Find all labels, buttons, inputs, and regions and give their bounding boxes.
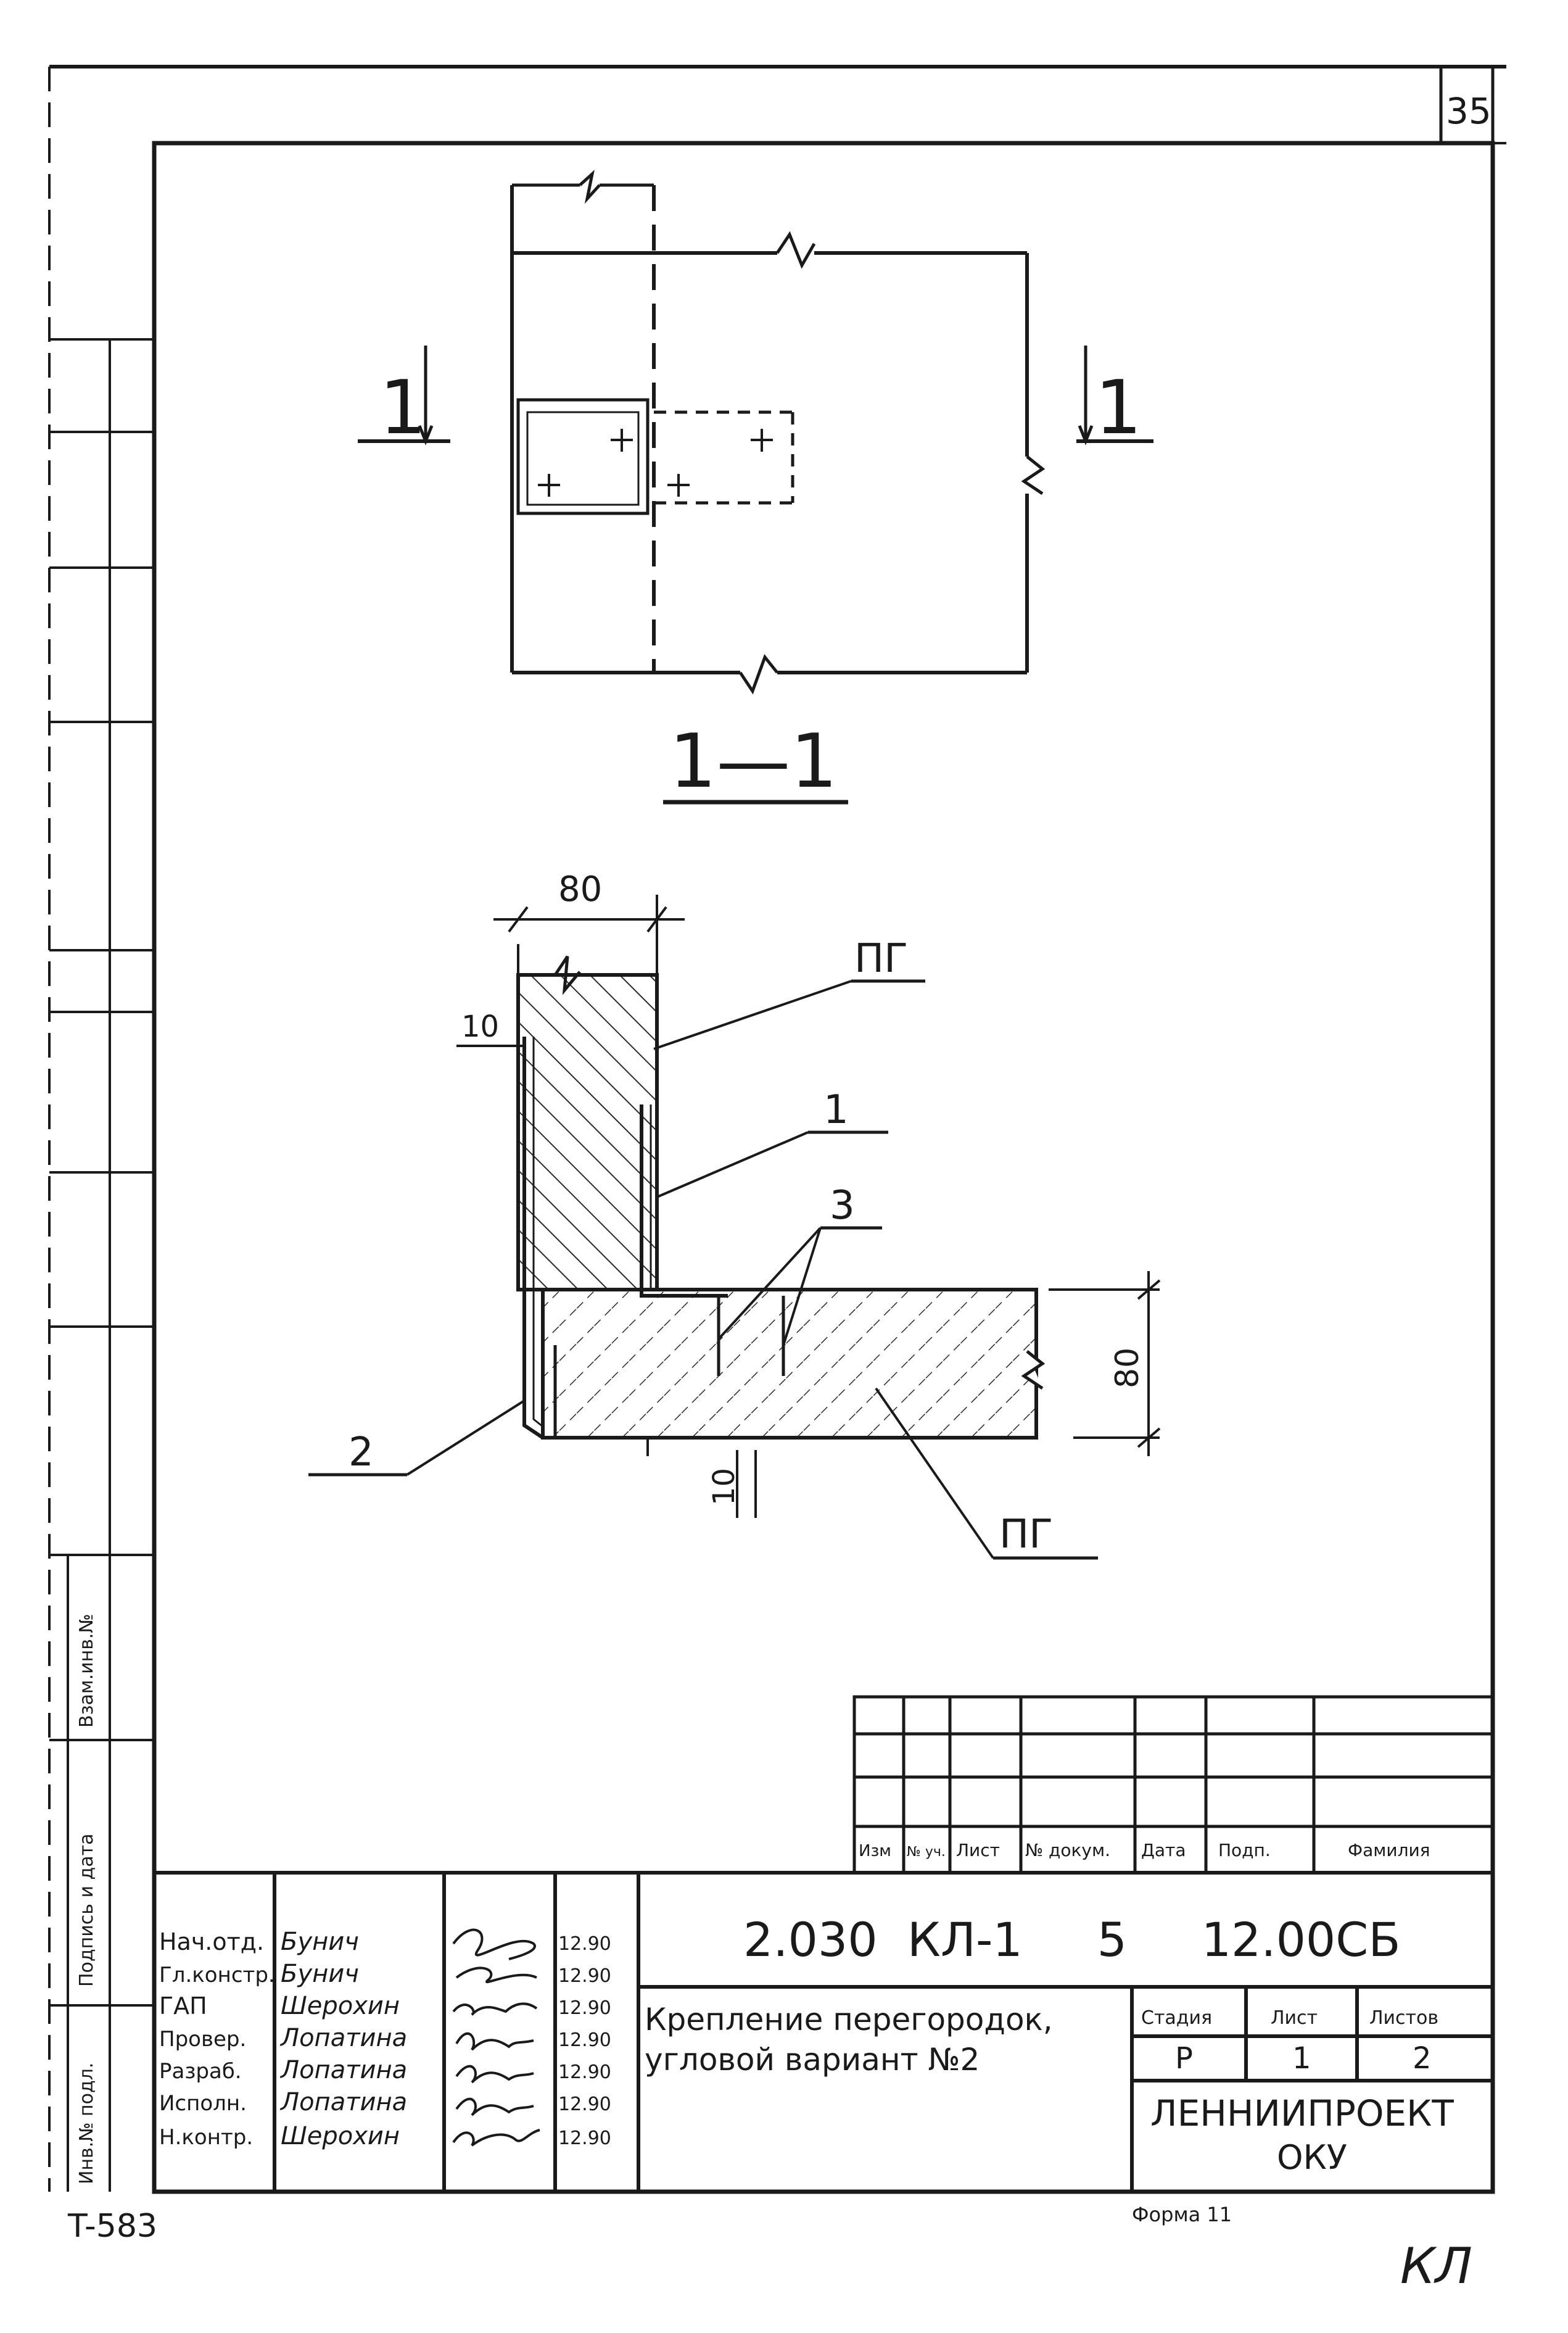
corner-mark: КЛ [1400, 2237, 1472, 2295]
rev-header-surname: Фамилия [1348, 1840, 1430, 1860]
role-date: 12.90 [558, 1933, 611, 1955]
role-date: 12.90 [558, 2094, 611, 2115]
form-label: Форма 11 [1132, 2203, 1232, 2226]
bottom-left-code: T-583 [67, 2208, 157, 2245]
rev-header-document: № докум. [1025, 1840, 1110, 1860]
role-surname: Лопатина [279, 2024, 407, 2052]
section-mark-left: 1 [379, 365, 426, 451]
sheets-header: Листов [1369, 2007, 1438, 2029]
role-surname: Бунич [281, 1960, 359, 1988]
role-surname: Бунич [281, 1928, 359, 1956]
label-part-1: 1 [823, 1087, 849, 1133]
title-block-signatures: Нач.отд. Бунич 12.90 Гл.констр. Бунич 12… [159, 1928, 611, 2150]
section-mark-right: 1 [1095, 365, 1142, 451]
rev-header-signature: Подп. [1218, 1840, 1271, 1860]
role-label: Н.контр. [159, 2125, 253, 2150]
role-date: 12.90 [558, 2029, 611, 2051]
page-number: 35 [1446, 90, 1492, 132]
rev-header-change: Изм [859, 1842, 891, 1860]
side-stamp-replaced-inventory: Взам.инв.№ [76, 1614, 97, 1728]
dimension-width: 80 [558, 869, 602, 910]
dimension-height: 80 [1109, 1348, 1146, 1388]
sheets-value: 2 [1413, 2041, 1432, 2076]
stage-value: Р [1175, 2041, 1193, 2076]
role-surname: Шерохин [281, 1992, 400, 2020]
side-stamp-signature-date: Подпись и дата [76, 1834, 97, 1987]
side-stamp-original-inventory: Инв.№ подл. [76, 2063, 97, 2184]
role-label: Провер. [159, 2027, 246, 2052]
organization-department: ОКУ [1277, 2138, 1347, 2177]
label-part-2: 2 [349, 1430, 374, 1475]
rev-header-sheet: Лист [956, 1840, 1000, 1860]
role-label: Нач.отд. [159, 1928, 264, 1955]
role-date: 12.90 [558, 2128, 611, 2149]
organization-name: ЛЕННИИПРОЕКТ [1150, 2092, 1454, 2134]
label-pg-bottom: ПГ [999, 1512, 1053, 1557]
stage-header: Стадия [1141, 2007, 1212, 2029]
side-stamp-grid [49, 338, 154, 2192]
document-title-line1: Крепление перегородок, [645, 2002, 1053, 2037]
section-view [308, 895, 1161, 1560]
role-surname: Лопатина [279, 2088, 407, 2116]
sheet-header: Лист [1271, 2007, 1318, 2029]
label-pg-top: ПГ [854, 936, 908, 982]
role-label: Исполн. [159, 2091, 247, 2116]
sheet-value: 1 [1292, 2041, 1311, 2076]
dimension-floor-gap: 10 [707, 1468, 741, 1506]
plan-view [358, 170, 1153, 695]
role-date: 12.90 [558, 1965, 611, 1987]
role-date: 12.90 [558, 2062, 611, 2083]
role-label: Разраб. [159, 2059, 242, 2084]
document-designation: 2.030 КЛ-1 5 12.00СБ [743, 1912, 1400, 1967]
role-label: Гл.констр. [159, 1963, 275, 1987]
rev-header-item: № уч. [907, 1844, 946, 1860]
handwritten-signatures [452, 1928, 540, 2147]
dimension-wall-thickness: 10 [461, 1009, 499, 1044]
rev-header-date: Дата [1141, 1840, 1186, 1860]
role-surname: Шерохин [281, 2122, 400, 2150]
role-surname: Лопатина [279, 2056, 407, 2084]
section-title: 1—1 [669, 719, 838, 805]
title-block-grid [154, 1871, 1493, 2192]
role-date: 12.90 [558, 1997, 611, 2019]
label-part-3: 3 [830, 1183, 855, 1229]
role-label: ГАП [159, 1992, 207, 2020]
document-title-line2: угловой вариант №2 [645, 2042, 980, 2078]
sheet-frame [48, 65, 1506, 2194]
